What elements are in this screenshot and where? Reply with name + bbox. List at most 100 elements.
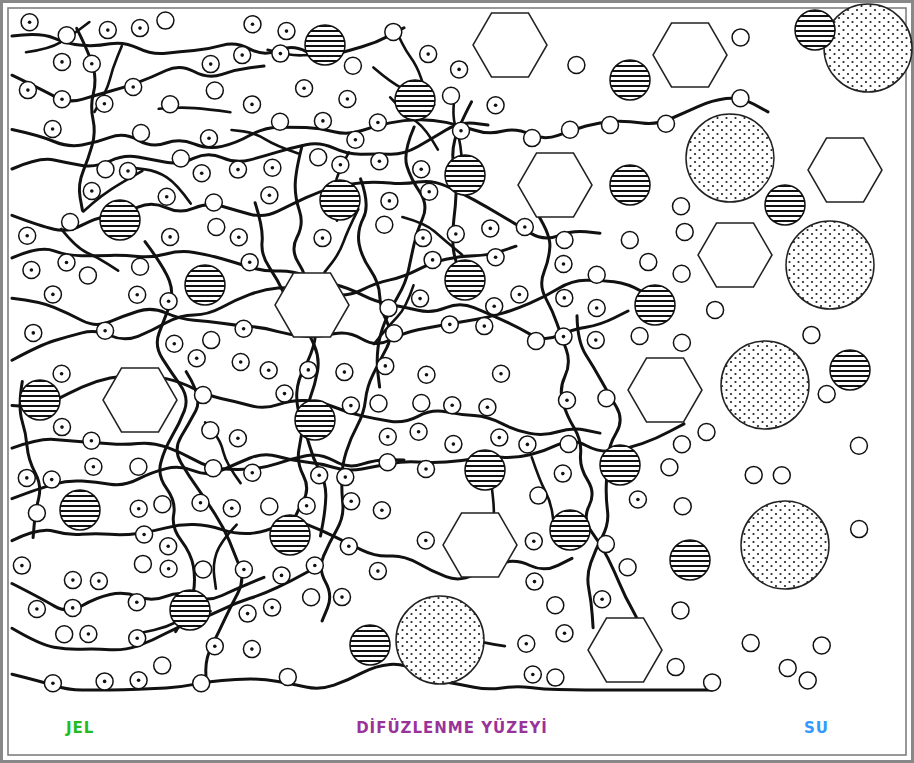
particle-dot: [499, 372, 503, 376]
small-particle: [206, 638, 223, 655]
particle-dot: [533, 580, 537, 584]
small-particle: [157, 12, 174, 29]
particle-dot: [344, 475, 348, 479]
small-particle: [232, 354, 249, 371]
small-particle: [128, 594, 145, 611]
small-particle: [528, 332, 545, 349]
small-particle: [445, 436, 462, 453]
small-particle: [742, 635, 759, 652]
small-particle: [130, 672, 147, 689]
particle-dot: [20, 564, 24, 568]
gel-strand: [12, 246, 516, 360]
particle-dot: [376, 121, 380, 125]
small-particle: [524, 666, 541, 683]
particle-dot: [426, 52, 430, 56]
striped-particle: [305, 25, 345, 65]
particle-dot: [498, 436, 502, 440]
small-particle: [264, 159, 281, 176]
water-label: SU: [800, 718, 833, 738]
small-particle: [54, 91, 71, 108]
small-particle: [370, 395, 387, 412]
striped-particle: [550, 510, 590, 550]
small-particle: [555, 328, 572, 345]
particle-dot: [131, 85, 135, 89]
small-particle: [451, 61, 468, 78]
small-particle: [487, 249, 504, 266]
small-particle: [511, 286, 528, 303]
small-particle: [28, 601, 45, 618]
particle-dot: [457, 68, 461, 72]
particle-dot: [343, 370, 347, 374]
striped-particle: [295, 400, 335, 440]
small-particle: [310, 149, 327, 166]
particle-dot: [448, 323, 452, 327]
small-particle: [619, 559, 636, 576]
small-particle: [162, 228, 179, 245]
small-particle: [337, 469, 354, 486]
particle-dot: [60, 97, 64, 101]
striped-particle: [465, 450, 505, 490]
particle-dot: [494, 255, 498, 259]
particle-dot: [71, 606, 75, 610]
particle-dot: [207, 137, 211, 141]
small-particle: [58, 27, 75, 44]
small-particle: [160, 293, 177, 310]
small-particle: [373, 502, 390, 519]
small-particle: [629, 491, 646, 508]
particle-dot: [239, 360, 243, 364]
gel-branch: [374, 285, 414, 344]
particle-dot: [376, 569, 380, 573]
particle-dot: [419, 167, 423, 171]
small-particle: [21, 14, 38, 31]
small-particle: [172, 150, 189, 167]
particle-dot: [209, 62, 213, 66]
particle-dot: [349, 404, 353, 408]
particle-dot: [173, 342, 177, 346]
small-particle: [587, 332, 604, 349]
small-particle: [19, 227, 36, 244]
particle-dot: [103, 329, 107, 333]
small-particle: [369, 563, 386, 580]
particle-dot: [563, 631, 567, 635]
small-particle: [234, 47, 251, 64]
small-particle: [296, 80, 313, 97]
particle-dot: [142, 533, 146, 537]
small-particle: [443, 87, 460, 104]
small-particle: [479, 399, 496, 416]
particle-dot: [60, 372, 64, 376]
particle-dot: [636, 498, 640, 502]
striped-particle: [445, 260, 485, 300]
particle-dot: [378, 159, 382, 163]
small-particle: [369, 114, 386, 131]
small-particle: [130, 458, 147, 475]
small-particle: [347, 131, 364, 148]
small-particle: [340, 538, 357, 555]
small-particle: [223, 500, 240, 517]
dotted-particle: [686, 114, 774, 202]
particle-dot: [271, 166, 275, 170]
particle-dot: [386, 435, 390, 439]
small-particle: [516, 219, 533, 236]
particle-dot: [384, 364, 388, 368]
particle-dot: [349, 500, 353, 504]
small-particle: [379, 428, 396, 445]
gel-label: JEL: [62, 718, 98, 738]
small-particle: [205, 194, 222, 211]
small-particle: [44, 675, 61, 692]
particle-dot: [60, 425, 64, 429]
small-particle: [415, 230, 432, 247]
particle-dot: [87, 632, 91, 636]
particle-dot: [526, 443, 530, 447]
small-particle: [314, 112, 331, 129]
gel-branch: [232, 130, 299, 154]
dotted-particle: [824, 4, 912, 92]
small-particle: [166, 335, 183, 352]
small-particle: [99, 22, 116, 39]
gel-branch: [94, 46, 121, 112]
small-particle: [491, 429, 508, 446]
small-particle: [279, 668, 296, 685]
particle-dot: [267, 368, 271, 372]
small-particle: [413, 395, 430, 412]
small-particle: [334, 589, 351, 606]
